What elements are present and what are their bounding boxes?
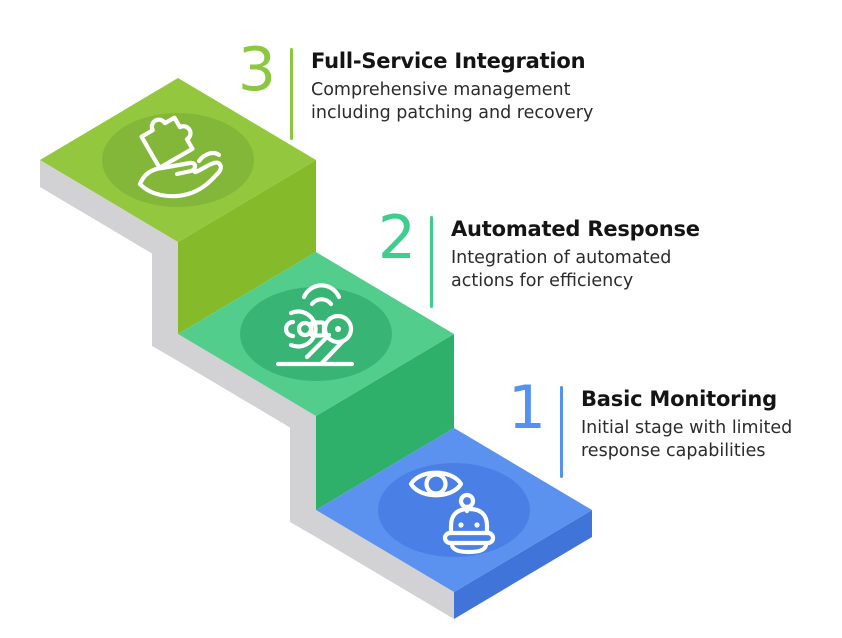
- base-wall-step2: [290, 426, 316, 537]
- eye-robot-icon: [408, 470, 496, 555]
- step1-divider: [560, 386, 563, 478]
- base-wall-step3: [152, 252, 178, 361]
- base-strip-step3: [40, 160, 178, 269]
- step2-riser-face: [316, 334, 454, 510]
- step3-divider: [290, 48, 293, 140]
- puzzle-hand-icon: [137, 115, 223, 199]
- step1-riser-face: [454, 510, 592, 619]
- step1-title: Basic Monitoring: [581, 387, 777, 411]
- robot-arm-icon: [275, 283, 355, 367]
- base-strip-step1: [316, 510, 454, 619]
- step2-number: 2: [377, 203, 416, 273]
- step3-riser-face: [178, 160, 316, 334]
- step1-number: 1: [507, 373, 546, 443]
- step2-description: Integration of automated actions for eff…: [451, 247, 672, 291]
- step2-divider: [430, 216, 433, 308]
- step2-title: Automated Response: [451, 217, 700, 241]
- step3-number: 3: [237, 35, 276, 105]
- step1-description: Initial stage with limited response capa…: [581, 417, 793, 461]
- step3-title: Full-Service Integration: [311, 49, 586, 73]
- step3-description: Comprehensive management including patch…: [311, 79, 594, 123]
- base-strip-step2: [178, 334, 316, 443]
- step-label-1: 1 Basic Monitoring Initial stage with li…: [493, 378, 793, 478]
- step-label-2: 2 Automated Response Integration of auto…: [363, 208, 700, 308]
- step-label-3: 3 Full-Service Integration Comprehensive…: [223, 40, 594, 140]
